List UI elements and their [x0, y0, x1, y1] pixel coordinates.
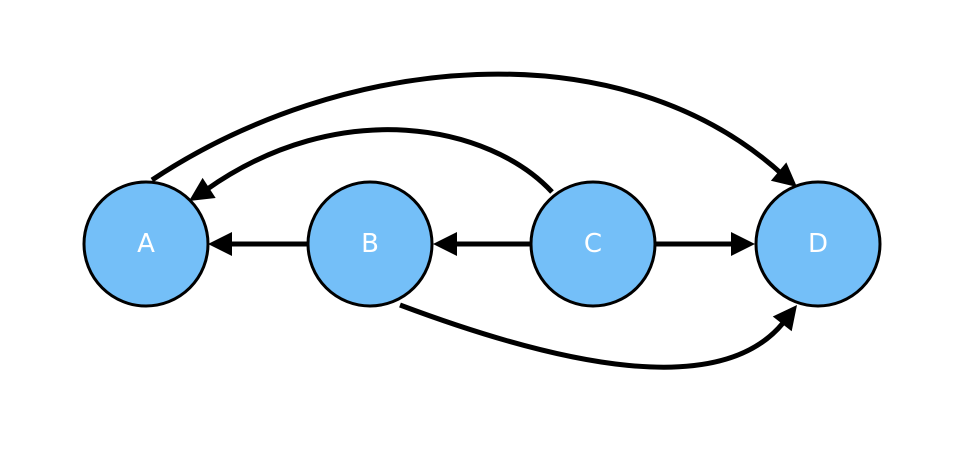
node-a-circle [82, 180, 210, 308]
node-c[interactable]: C [529, 180, 657, 308]
node-c-circle [529, 180, 657, 308]
edge-b-to-a [208, 232, 307, 256]
edge-c-to-a [189, 127, 554, 201]
node-b[interactable]: B [306, 180, 434, 308]
arrowhead-icon [208, 232, 232, 256]
node-d-label: D [808, 229, 828, 259]
edge-c-to-d [655, 232, 755, 256]
node-d-circle [754, 180, 882, 308]
nodes-layer: A B C D [82, 180, 882, 308]
edges-layer [150, 71, 797, 370]
node-b-label: B [361, 229, 379, 259]
edge-b-to-d [399, 302, 797, 370]
node-a-label: A [137, 229, 155, 259]
arrowhead-icon [433, 232, 457, 256]
arrowhead-icon [189, 177, 216, 201]
edge-c-to-b [433, 232, 531, 256]
node-a[interactable]: A [82, 180, 210, 308]
arrowhead-icon [772, 305, 797, 332]
node-d[interactable]: D [754, 180, 882, 308]
arrowhead-icon [731, 232, 755, 256]
edge-line [150, 71, 786, 183]
node-c-label: C [584, 229, 602, 259]
arrowhead-icon [770, 162, 797, 187]
edge-a-to-d [150, 71, 797, 187]
edge-line [399, 302, 785, 370]
edge-line [204, 127, 554, 194]
node-b-circle [306, 180, 434, 308]
